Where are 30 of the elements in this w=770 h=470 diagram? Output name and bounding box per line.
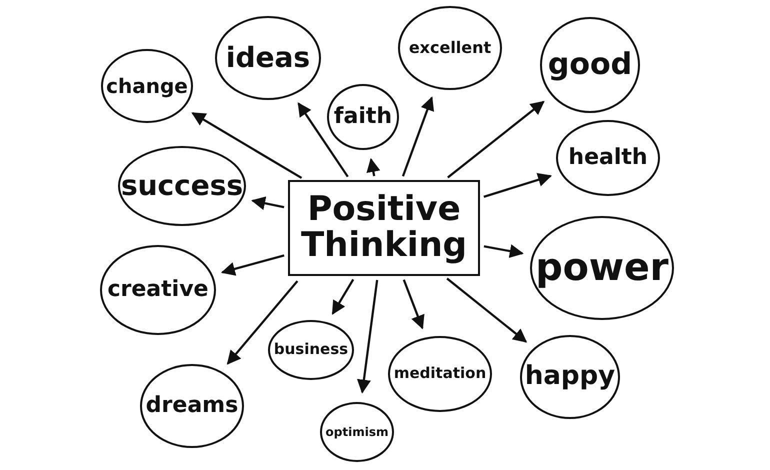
idea-word: good (548, 49, 632, 81)
arrow (251, 196, 284, 210)
idea-word: business (274, 342, 348, 358)
idea-word: faith (334, 105, 392, 129)
arrow (402, 96, 434, 177)
idea-word: optimism (326, 426, 388, 438)
arrow (402, 279, 424, 330)
arrow (447, 100, 545, 178)
idea-word: dreams (146, 394, 238, 418)
arrow (366, 158, 380, 176)
idea-word: ideas (226, 43, 310, 73)
idea-word: creative (108, 278, 208, 302)
arrow (484, 173, 552, 198)
arrow (191, 112, 302, 179)
arrow (484, 244, 524, 258)
arrow (298, 102, 349, 178)
central-title: Positive Thinking (300, 192, 468, 264)
arrow (356, 280, 378, 394)
central-box (288, 180, 480, 276)
arrow (226, 280, 298, 365)
idea-word: excellent (408, 40, 492, 56)
idea-word: health (568, 146, 648, 170)
idea-word: power (536, 248, 668, 288)
arrow (220, 254, 284, 276)
arrow (446, 278, 528, 343)
arrow (332, 278, 354, 315)
idea-word: happy (524, 363, 616, 391)
idea-word: meditation (394, 366, 486, 382)
idea-word: success (120, 171, 244, 201)
idea-word: change (106, 76, 188, 96)
